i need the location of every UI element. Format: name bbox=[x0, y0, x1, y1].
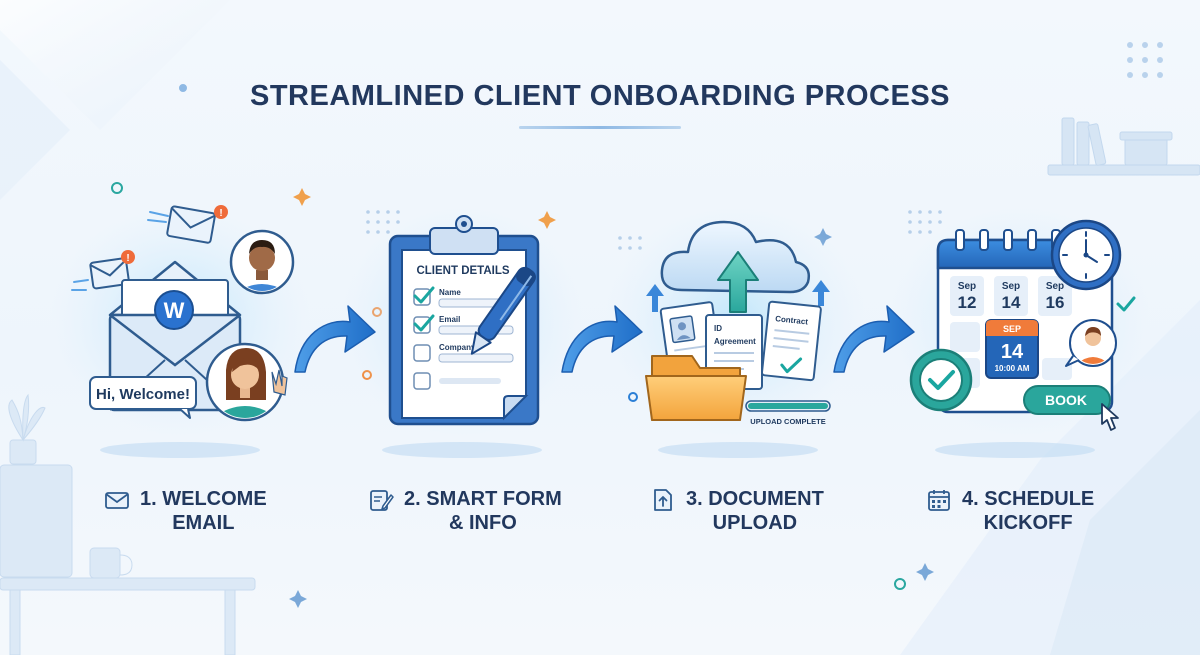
doc-label: Contract bbox=[775, 314, 809, 326]
calendar-month: Sep bbox=[958, 281, 976, 292]
form-field-label: Company bbox=[439, 343, 476, 352]
file-upload-icon bbox=[654, 489, 672, 511]
welcome-logo: W bbox=[164, 298, 185, 323]
smart-form-illustration: CLIENT DETAILS Name Email Company bbox=[388, 215, 540, 426]
flow-arrow-1 bbox=[294, 305, 376, 373]
document-upload-illustration: Contract ID Agreement UPLOAD COMPLETE bbox=[645, 220, 831, 426]
form-edit-icon bbox=[370, 490, 394, 511]
form-field-label: Name bbox=[439, 288, 461, 297]
envelope-icon bbox=[105, 492, 129, 509]
page-title: STREAMLINED CLIENT ONBOARDING PROCESS bbox=[249, 80, 951, 112]
calendar-day: 16 bbox=[1046, 293, 1065, 312]
step-subtitle: EMAIL bbox=[172, 512, 235, 534]
selected-day: 14 bbox=[1001, 341, 1024, 363]
selected-time: 10:00 AM bbox=[995, 364, 1030, 373]
book-button-label: BOOK bbox=[1045, 392, 1087, 408]
svg-text:!: ! bbox=[219, 208, 222, 219]
upload-status: UPLOAD COMPLETE bbox=[750, 417, 825, 426]
welcome-email-illustration: ! ! W Hi, Welcome! bbox=[71, 205, 295, 422]
svg-text:!: ! bbox=[126, 253, 129, 264]
welcome-greeting: Hi, Welcome! bbox=[96, 386, 190, 403]
calendar-month: Sep bbox=[1046, 281, 1064, 292]
flow-arrow-3 bbox=[833, 305, 915, 373]
upload-progress-fill bbox=[748, 403, 828, 409]
step-subtitle: & INFO bbox=[449, 512, 517, 534]
step-subtitle: UPLOAD bbox=[712, 512, 798, 534]
calendar-day: 14 bbox=[1002, 293, 1021, 312]
form-field-label: Email bbox=[439, 315, 460, 324]
step-subtitle: KICKOFF bbox=[983, 512, 1073, 534]
schedule-kickoff-illustration: Sep 12 Sep 14 Sep 16 SEP 14 10:00 AM bbox=[909, 219, 1136, 431]
step-title: 2. SMART FORM bbox=[404, 488, 562, 510]
book-button[interactable] bbox=[1023, 385, 1111, 415]
flow-arrow-2 bbox=[561, 305, 643, 373]
calendar-month: Sep bbox=[1002, 281, 1020, 292]
step-title: 4. SCHEDULE bbox=[962, 488, 1095, 510]
form-heading: CLIENT DETAILS bbox=[416, 265, 509, 277]
selected-month: SEP bbox=[1003, 324, 1021, 334]
title-underline bbox=[519, 126, 681, 129]
doc-label: Agreement bbox=[714, 337, 756, 346]
calendar-icon bbox=[928, 490, 950, 511]
step-2-label: 2. SMART FORM& INFO bbox=[368, 487, 562, 535]
doc-label: ID bbox=[714, 324, 722, 333]
step-title: 3. DOCUMENT bbox=[686, 488, 824, 510]
step-title: 1. WELCOME bbox=[140, 488, 267, 510]
calendar-day: 12 bbox=[958, 293, 977, 312]
